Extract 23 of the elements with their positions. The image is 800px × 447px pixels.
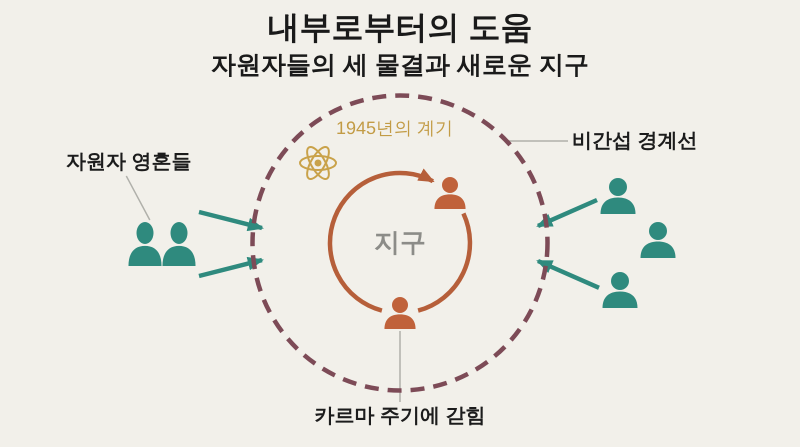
person-icon [384, 297, 416, 329]
leader-line [126, 176, 150, 220]
person-icon [600, 178, 636, 214]
callout-text: 비간섭 경계선 [572, 129, 698, 153]
arrow [536, 198, 598, 228]
cycle-arrow [328, 169, 435, 313]
person-icon [602, 272, 638, 308]
leader-line [508, 140, 568, 142]
boundary-circle [250, 93, 550, 393]
title: 내부로부터의 도움 [268, 8, 532, 46]
subtitle: 자원자들의 세 물결과 새로운 지구 [211, 50, 589, 80]
arrow [198, 210, 264, 232]
annotation-text: 1945년의 계기 [336, 118, 454, 140]
person-icon [640, 222, 676, 258]
arrow [198, 256, 264, 278]
callout-text: 자원자 영혼들 [66, 150, 192, 174]
people-icon [128, 222, 196, 266]
arrow [536, 258, 600, 290]
leader-line [399, 331, 401, 402]
person-icon [434, 177, 466, 209]
callout-text: 카르마 주기에 갇힘 [314, 404, 486, 428]
center-label: 지구 [374, 227, 426, 258]
cycle-arc [417, 212, 472, 313]
